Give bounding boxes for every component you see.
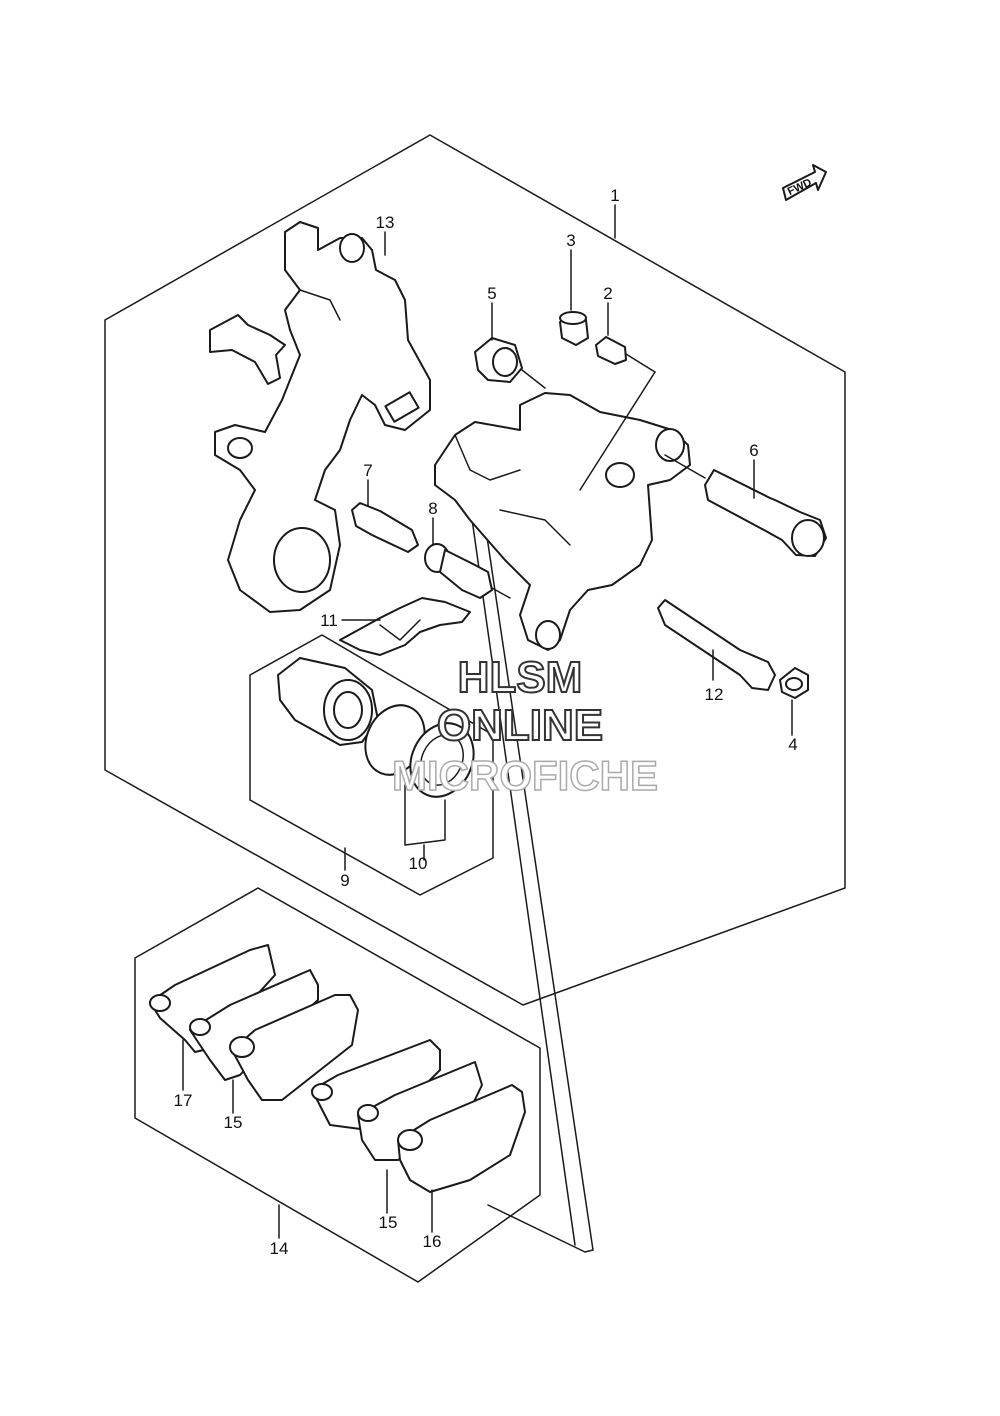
pad-spring-part (339, 597, 471, 656)
caliper-bracket-part (214, 221, 431, 613)
callout-14: 14 (270, 1239, 289, 1258)
callout-9: 9 (340, 871, 349, 890)
callout-12: 12 (705, 685, 724, 704)
callout-15b: 15 (379, 1213, 398, 1232)
bleeder-screw-part (579, 336, 656, 491)
assembly-frame-piston (249, 634, 494, 896)
callout-5: 5 (487, 284, 496, 303)
callout-17: 17 (174, 1091, 193, 1110)
bolt-part (351, 502, 419, 553)
leader-lines (182, 204, 793, 1239)
watermark-line3: MICROFICHE (392, 752, 658, 799)
piston-part (277, 657, 379, 746)
bracket-clip-part (209, 314, 286, 385)
assembly-frame-main (104, 134, 846, 1006)
reference-line-pads (482, 509, 594, 1253)
callout-6: 6 (749, 441, 758, 460)
callout-3: 3 (566, 231, 575, 250)
pad-shim-16-part (397, 1084, 526, 1193)
caliper-body-part (434, 392, 691, 651)
callout-15a: 15 (224, 1113, 243, 1132)
callout-16: 16 (423, 1232, 442, 1251)
watermark: HLSM ONLINE MICROFICHE (391, 652, 659, 800)
callout-2: 2 (603, 284, 612, 303)
reference-line-pads-2 (469, 504, 576, 1246)
assembly-frame-pads (134, 887, 541, 1283)
callout-10: 10 (409, 854, 428, 873)
brake-pad-15a-part (189, 969, 359, 1101)
watermark-line2: ONLINE (437, 701, 603, 750)
boot-part (474, 337, 546, 389)
slide-pin-2-part (657, 599, 776, 691)
callout-labels: 1 2 3 4 5 6 7 8 9 10 11 12 13 14 15 15 1… (174, 186, 798, 1258)
fwd-label: FWD (786, 177, 814, 198)
callout-1: 1 (610, 186, 619, 205)
pin-part (424, 543, 511, 599)
callout-4: 4 (788, 735, 797, 754)
seals-part (364, 704, 475, 846)
slide-pin-part (664, 454, 827, 557)
callout-11: 11 (320, 611, 338, 630)
bleeder-cap-part (559, 311, 589, 346)
nut-part (779, 667, 809, 699)
callout-8: 8 (428, 499, 437, 518)
fwd-arrow-icon: FWD (782, 164, 827, 201)
watermark-line1: HLSM (458, 653, 583, 702)
callout-13: 13 (376, 213, 395, 232)
callout-7: 7 (363, 461, 372, 480)
